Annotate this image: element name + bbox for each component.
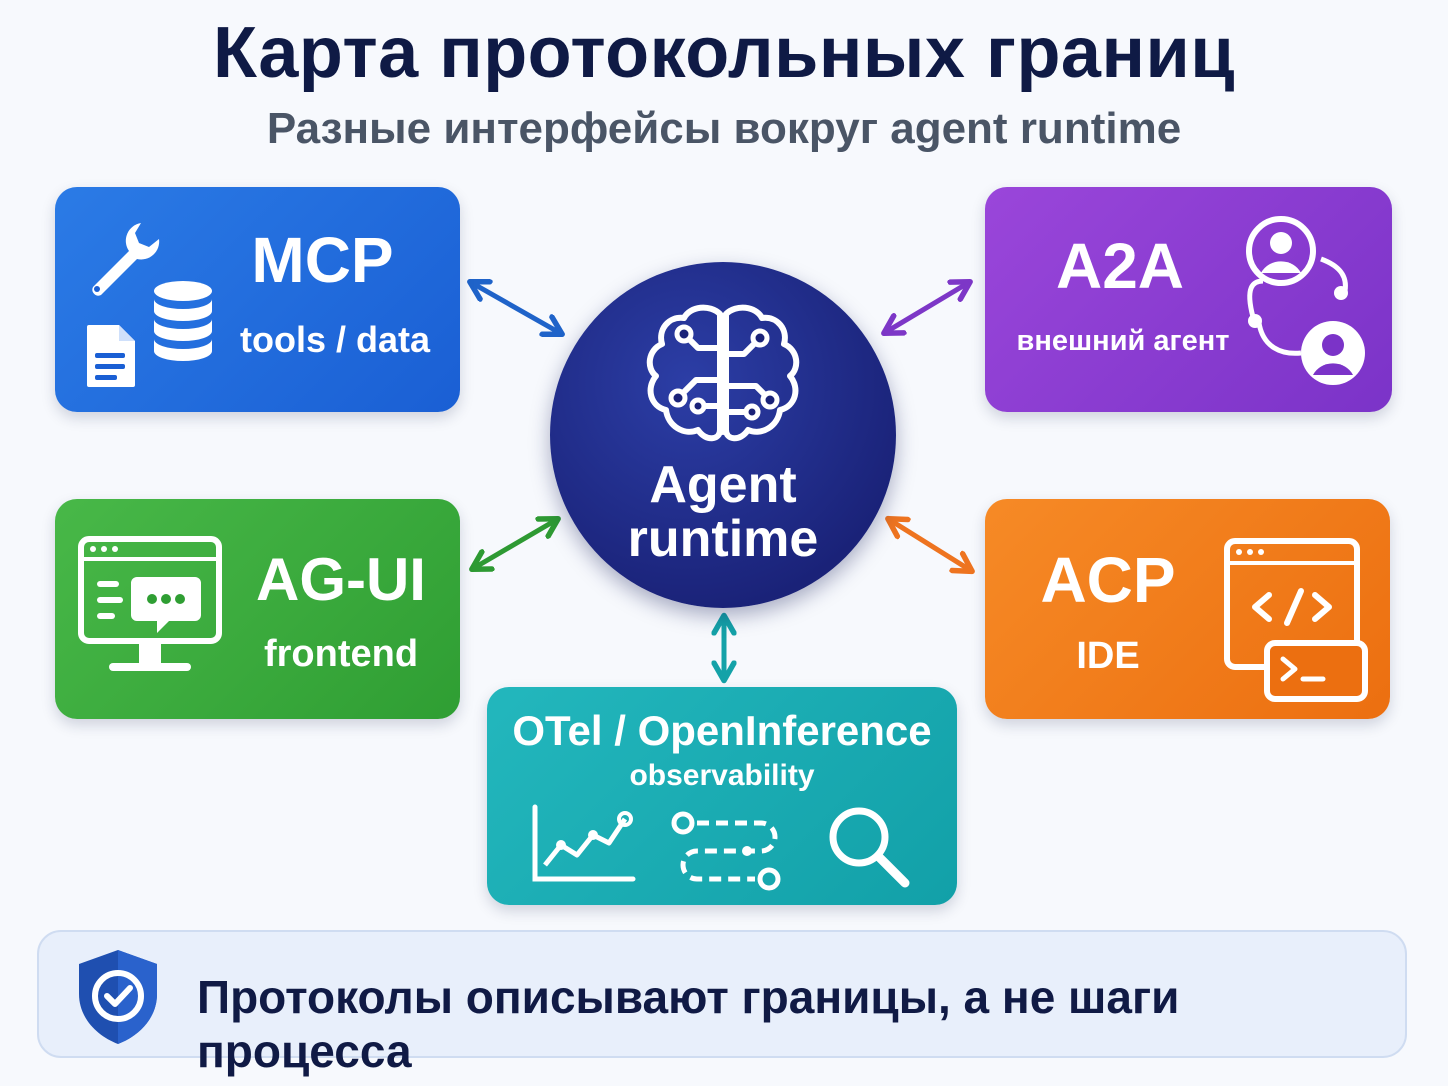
hub-label: Agent runtime — [550, 458, 896, 566]
brain-circuit-icon — [646, 304, 800, 442]
trace-spans-icon — [671, 811, 781, 891]
page-subtitle: Разные интерфейсы вокруг agent runtime — [266, 104, 1182, 153]
arrow-a2a-hub — [886, 283, 968, 332]
agui-node: AG-UI frontend — [55, 499, 460, 719]
acp-desc: IDE — [1076, 635, 1140, 677]
otel-name: OTel / OpenInference — [512, 707, 932, 754]
code-window-icon — [1224, 538, 1368, 702]
database-icon — [154, 281, 212, 361]
a2a-name: A2A — [1055, 230, 1185, 302]
mcp-desc: tools / data — [239, 319, 431, 360]
mcp-name: MCP — [251, 224, 394, 296]
line-chart-icon — [532, 804, 636, 882]
footer-text: Протоколы описывают границы, а не шаги п… — [197, 971, 1180, 1077]
mcp-node: MCP tools / data — [55, 187, 460, 412]
otel-desc: observability — [629, 759, 815, 792]
hub-label-line2: runtime — [627, 510, 819, 568]
wrench-icon — [92, 223, 160, 296]
agui-name: AG-UI — [256, 546, 426, 613]
acp-name: ACP — [1040, 544, 1176, 616]
a2a-desc: внешний агент — [1016, 325, 1230, 357]
arrow-agui-hub — [474, 520, 556, 568]
agui-desc: frontend — [263, 633, 419, 675]
document-icon — [87, 325, 135, 387]
agents-exchange-icon — [1246, 216, 1365, 385]
otel-node: OTel / OpenInference observability — [487, 687, 957, 905]
a2a-node: A2A внешний агент — [985, 187, 1392, 412]
agent-runtime-hub: Agent runtime — [550, 262, 896, 608]
shield-check-icon — [79, 950, 157, 1044]
arrow-mcp-hub — [472, 283, 560, 333]
monitor-chat-icon — [78, 536, 222, 671]
footer-banner: Протоколы описывают границы, а не шаги п… — [37, 930, 1407, 1077]
arrow-acp-hub — [890, 520, 970, 570]
magnifier-icon — [829, 807, 910, 888]
page-title: Карта протокольных границ — [213, 13, 1235, 93]
acp-node: ACP IDE — [985, 499, 1390, 719]
hub-label-line1: Agent — [649, 456, 797, 514]
